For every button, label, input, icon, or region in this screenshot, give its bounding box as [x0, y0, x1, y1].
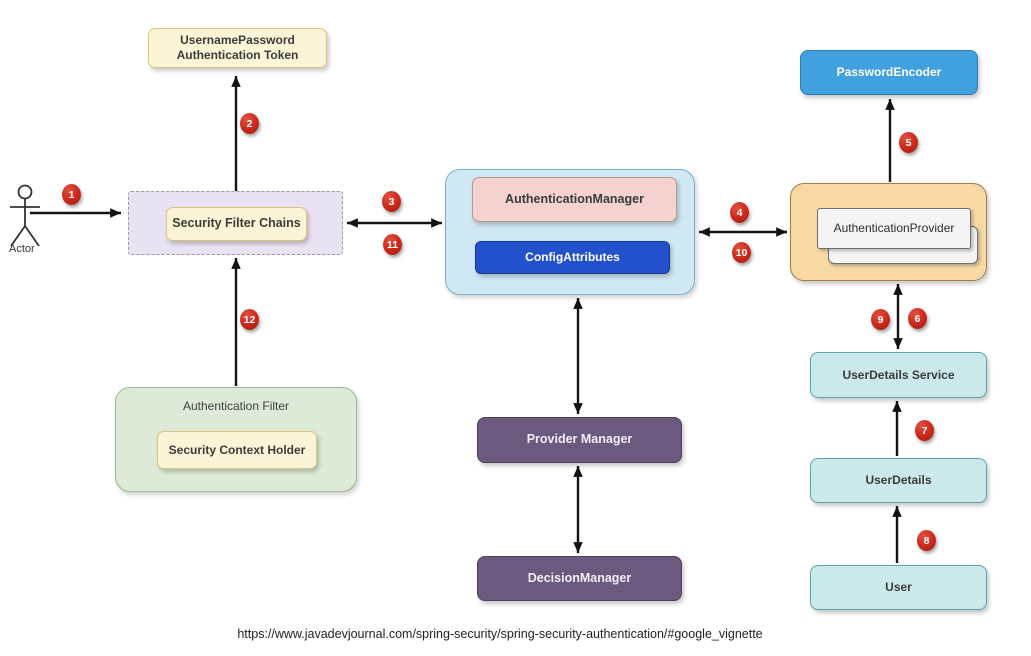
node-provider-manager: Provider Manager	[477, 417, 682, 463]
node-user-details: UserDetails	[810, 458, 987, 503]
node-username-password-token: UsernamePassword Authentication Token	[148, 28, 327, 68]
node-config-attributes: ConfigAttributes	[475, 241, 670, 274]
authentication-filter-label: Authentication Filter	[182, 399, 290, 413]
node-user-details-service: UserDetails Service	[810, 352, 987, 398]
node-authentication-manager: AuthenticationManager	[472, 177, 677, 222]
step-badge-6: 6	[908, 308, 927, 329]
step-badge-2: 2	[240, 113, 259, 134]
node-decision-manager: DecisionManager	[477, 556, 682, 601]
step-badge-10: 10	[732, 242, 751, 263]
step-badge-9: 9	[871, 309, 890, 330]
node-password-encoder: PasswordEncoder	[800, 50, 978, 95]
node-authentication-provider: AuthenticationProvider	[817, 208, 971, 249]
step-badge-4: 4	[730, 202, 749, 223]
node-security-filter-chains: Security Filter Chains	[166, 207, 307, 241]
source-url: https://www.javadevjournal.com/spring-se…	[237, 627, 763, 641]
step-badge-12: 12	[240, 309, 259, 330]
step-badge-5: 5	[899, 132, 918, 153]
step-badge-8: 8	[917, 530, 936, 551]
node-user: User	[810, 565, 987, 610]
actor-figure	[10, 184, 40, 247]
actor-label: Actor	[9, 243, 35, 255]
step-badge-3: 3	[382, 191, 401, 212]
node-security-context-holder: Security Context Holder	[157, 431, 317, 469]
step-badge-7: 7	[915, 420, 934, 441]
step-badge-1: 1	[62, 184, 81, 205]
step-badge-11: 11	[383, 234, 402, 255]
